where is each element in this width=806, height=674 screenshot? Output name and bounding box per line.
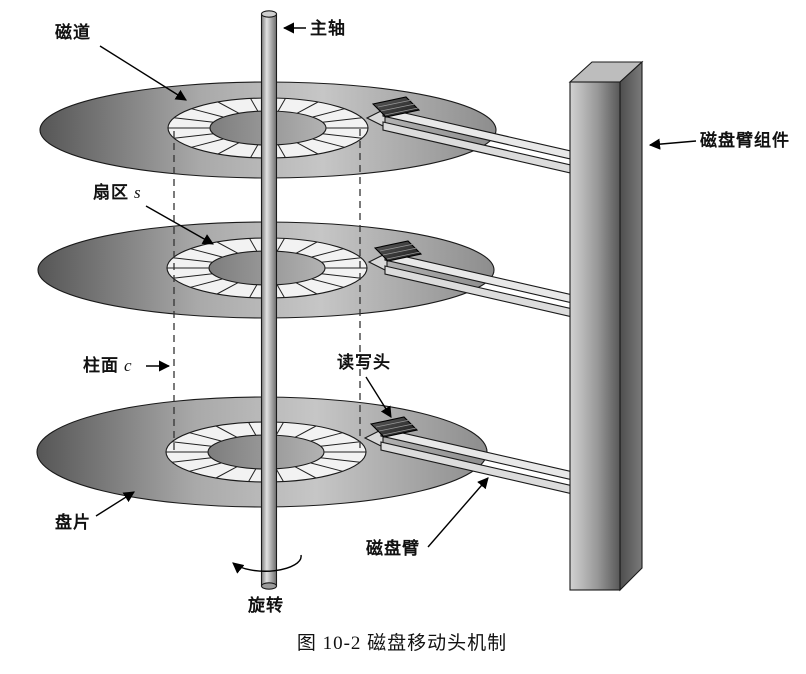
- sector-tick-marks: [166, 422, 366, 482]
- arm-assembly-label: 磁盘臂组件: [700, 130, 790, 150]
- platter-label: 盘片: [55, 512, 91, 532]
- spindle-label: 主轴: [310, 18, 346, 38]
- track-label: 磁道: [55, 22, 91, 42]
- disk-arm-label: 磁盘臂: [366, 538, 420, 558]
- platter-arrow: [95, 491, 135, 517]
- disk-arm-arrow: [427, 477, 489, 548]
- rotation-arrow: [232, 554, 302, 574]
- figure-caption: 图 10-2 磁盘移动头机制: [297, 632, 507, 654]
- spindle-shaft: [260, 10, 278, 590]
- track-arrow: [99, 45, 187, 101]
- sector-tick-marks: [167, 238, 367, 298]
- rotation-label: 旋转: [247, 595, 284, 615]
- arm-assembly-arrow: [648, 138, 697, 150]
- sector-tick-marks: [168, 98, 368, 158]
- leader-arrows: [95, 22, 697, 548]
- sector-arrow: [145, 205, 214, 245]
- arm-assembly-box: [568, 60, 644, 592]
- cylinder-dashed-lines: [173, 129, 361, 450]
- rw-head-arrow: [365, 376, 392, 418]
- rw-head-label: 读写头: [337, 352, 391, 372]
